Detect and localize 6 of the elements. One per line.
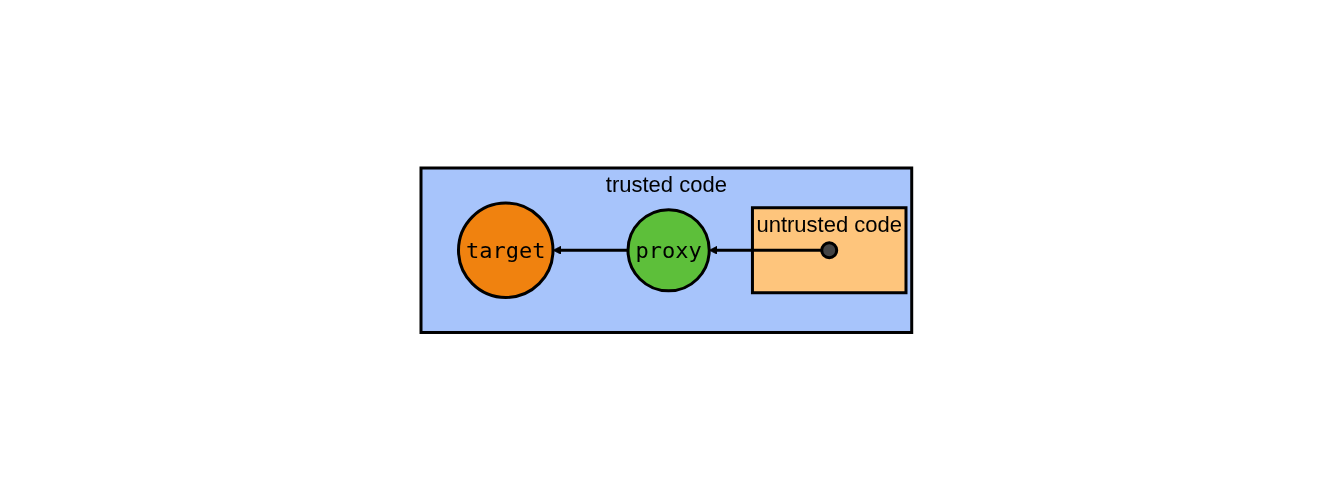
node-circle: target (456, 201, 555, 299)
arrow (552, 245, 628, 255)
node-circle: proxy (626, 207, 711, 293)
node-circle (819, 241, 838, 259)
arrow (708, 245, 822, 255)
cluster: untrusted code (750, 206, 908, 294)
